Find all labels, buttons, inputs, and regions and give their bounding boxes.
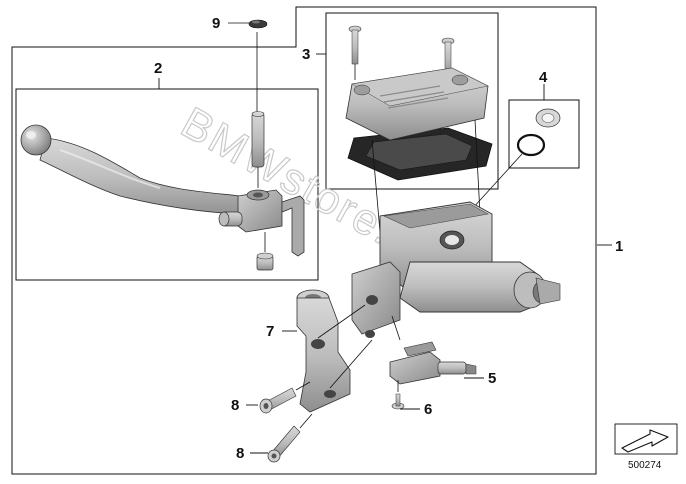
callout-8-lower: 8 (236, 445, 244, 462)
callout-1: 1 (615, 238, 623, 255)
reservoir-cover-set (345, 25, 493, 181)
direction-arrow-icon (621, 429, 669, 453)
clamp-screw-upper (259, 381, 311, 414)
reference-box: 500274 (614, 423, 678, 471)
reference-number: 500274 (628, 460, 662, 471)
callout-3: 3 (302, 46, 310, 63)
clamp-screw-lower (267, 413, 313, 463)
assembly-frame (11, 6, 597, 475)
callout-8-upper: 8 (231, 397, 239, 414)
lever-group-frame (15, 88, 319, 281)
callout-7: 7 (266, 323, 274, 340)
switch-screw (391, 380, 405, 410)
brake-lever (20, 124, 305, 271)
callout-6: 6 (424, 401, 432, 418)
rubber-plug (228, 19, 268, 29)
master-cylinder-body (351, 119, 561, 338)
pushrod (251, 32, 265, 188)
sight-glass-seal (461, 108, 561, 221)
callout-9: 9 (212, 15, 220, 32)
cover-group-frame (325, 12, 499, 190)
callout-leaders (158, 53, 612, 454)
cover-screw-left (348, 25, 362, 80)
brake-light-switch (389, 315, 477, 385)
handlebar-clamp (296, 289, 373, 413)
callout-4: 4 (539, 69, 548, 86)
callout-5: 5 (488, 370, 496, 387)
callout-2: 2 (154, 60, 162, 77)
